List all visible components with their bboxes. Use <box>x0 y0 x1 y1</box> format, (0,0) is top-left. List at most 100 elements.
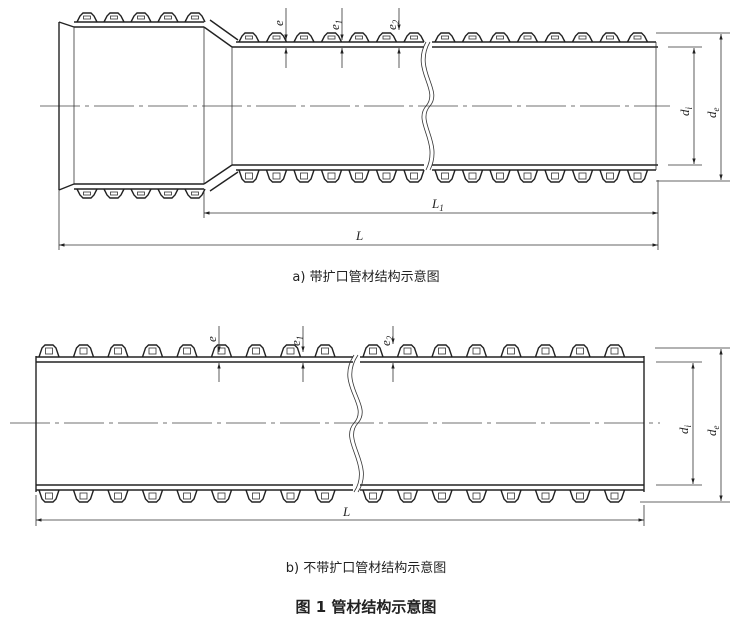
corrugation-rib <box>72 344 95 358</box>
corrugation-rib <box>544 32 566 43</box>
corrugation-rib <box>157 12 179 23</box>
corrugation-rib <box>599 32 621 43</box>
corrugation-rib <box>348 32 370 43</box>
corrugation-rib <box>534 344 557 358</box>
break-line-b <box>347 354 360 493</box>
corrugation-rib <box>403 169 425 183</box>
corrugation-rib <box>403 32 425 43</box>
corrugation-rib <box>238 32 260 43</box>
diagram-a-socketed-pipe: e e1 e2 di de L1 L a) 带扩口管材结构示意图 <box>40 8 730 285</box>
corrugation-rib <box>72 489 95 503</box>
corrugation-rib <box>362 344 384 358</box>
corrugation-rib <box>516 32 539 43</box>
caption-b: b) 不带扩口管材结构示意图 <box>286 560 446 576</box>
corrugation-rib <box>130 12 152 23</box>
corrugations-a <box>74 12 656 199</box>
break-line-a <box>420 41 431 171</box>
corrugation-rib <box>465 344 488 358</box>
corrugation-rib <box>489 32 511 43</box>
corrugation-rib <box>465 489 488 503</box>
figure-title: 图 1 管材结构示意图 <box>296 598 437 616</box>
corrugation-rib <box>293 32 315 43</box>
corrugation-rib <box>461 32 484 43</box>
diagram-b-plain-pipe: e e1 e2 di de L b) 不带扩口管材结构示意图 <box>10 326 730 576</box>
corrugation-rib <box>103 188 125 199</box>
corrugation-rib <box>38 344 60 358</box>
corrugation-rib <box>265 32 288 43</box>
label-e: e <box>271 20 286 26</box>
label-de-b: de <box>704 426 721 437</box>
label-e2-b: e2 <box>378 335 395 346</box>
label-e1: e1 <box>327 20 344 30</box>
corrugation-rib <box>176 489 198 503</box>
corrugation-rib <box>626 32 649 43</box>
corrugation-rib <box>176 344 198 358</box>
corrugation-rib <box>569 489 591 503</box>
corrugation-rib <box>461 169 484 183</box>
corrugation-rib <box>544 169 566 183</box>
corrugation-rib <box>238 169 260 183</box>
pipe-body-a <box>232 41 658 171</box>
corrugation-rib <box>314 344 336 358</box>
corrugation-rib <box>599 169 621 183</box>
corrugation-rib <box>210 489 233 503</box>
corrugation-rib <box>245 489 267 503</box>
corrugation-rib <box>569 344 591 358</box>
corrugation-rib <box>375 32 398 43</box>
corrugation-rib <box>431 344 453 358</box>
corrugation-rib <box>571 32 594 43</box>
label-di: di <box>677 107 694 117</box>
corrugation-rib <box>516 169 539 183</box>
label-e2: e2 <box>384 19 401 30</box>
corrugation-rib <box>396 344 419 358</box>
corrugation-rib <box>184 12 206 23</box>
label-L1: L1 <box>431 196 444 213</box>
corrugation-rib <box>314 489 336 503</box>
corrugation-rib <box>210 344 233 358</box>
corrugation-rib <box>157 188 179 199</box>
corrugation-rib <box>434 169 456 183</box>
corrugation-rib <box>375 169 398 183</box>
corrugation-rib <box>245 344 267 358</box>
corrugation-rib <box>279 344 302 358</box>
label-de: de <box>704 108 721 119</box>
corrugation-rib <box>293 169 315 183</box>
length-dimension-b: L <box>35 495 645 526</box>
corrugation-rib <box>141 489 164 503</box>
socket-body <box>58 19 239 192</box>
label-L-a: L <box>355 228 363 243</box>
corrugations-b <box>36 344 644 503</box>
pipe-body-b <box>35 354 645 493</box>
corrugation-rib <box>130 188 152 199</box>
label-e1-b: e1 <box>288 336 305 346</box>
corrugation-rib <box>107 489 129 503</box>
label-e-b: e <box>204 336 219 342</box>
caption-a: a) 带扩口管材结构示意图 <box>292 269 439 285</box>
wall-thickness-markers-a: e e1 e2 <box>271 8 401 68</box>
corrugation-rib <box>184 188 206 199</box>
corrugation-rib <box>571 169 594 183</box>
corrugation-rib <box>489 169 511 183</box>
corrugation-rib <box>534 489 557 503</box>
length-dimensions-a: L1 L <box>58 180 659 250</box>
corrugation-rib <box>396 489 419 503</box>
corrugation-rib <box>434 32 456 43</box>
corrugation-rib <box>38 489 60 503</box>
corrugation-rib <box>362 489 384 503</box>
corrugation-rib <box>76 188 98 199</box>
corrugation-rib <box>431 489 453 503</box>
label-di-b: di <box>676 425 693 435</box>
corrugation-rib <box>320 169 343 183</box>
diameter-dimensions-b: di de <box>640 347 730 503</box>
label-L-b: L <box>342 504 350 519</box>
corrugation-rib <box>103 12 125 23</box>
diameter-dimensions-a: di de <box>656 32 730 182</box>
corrugation-rib <box>348 169 370 183</box>
corrugation-rib <box>279 489 302 503</box>
corrugation-rib <box>603 489 626 503</box>
corrugation-rib <box>500 344 522 358</box>
corrugation-rib <box>141 344 164 358</box>
corrugation-rib <box>265 169 288 183</box>
corrugation-rib <box>603 344 626 358</box>
